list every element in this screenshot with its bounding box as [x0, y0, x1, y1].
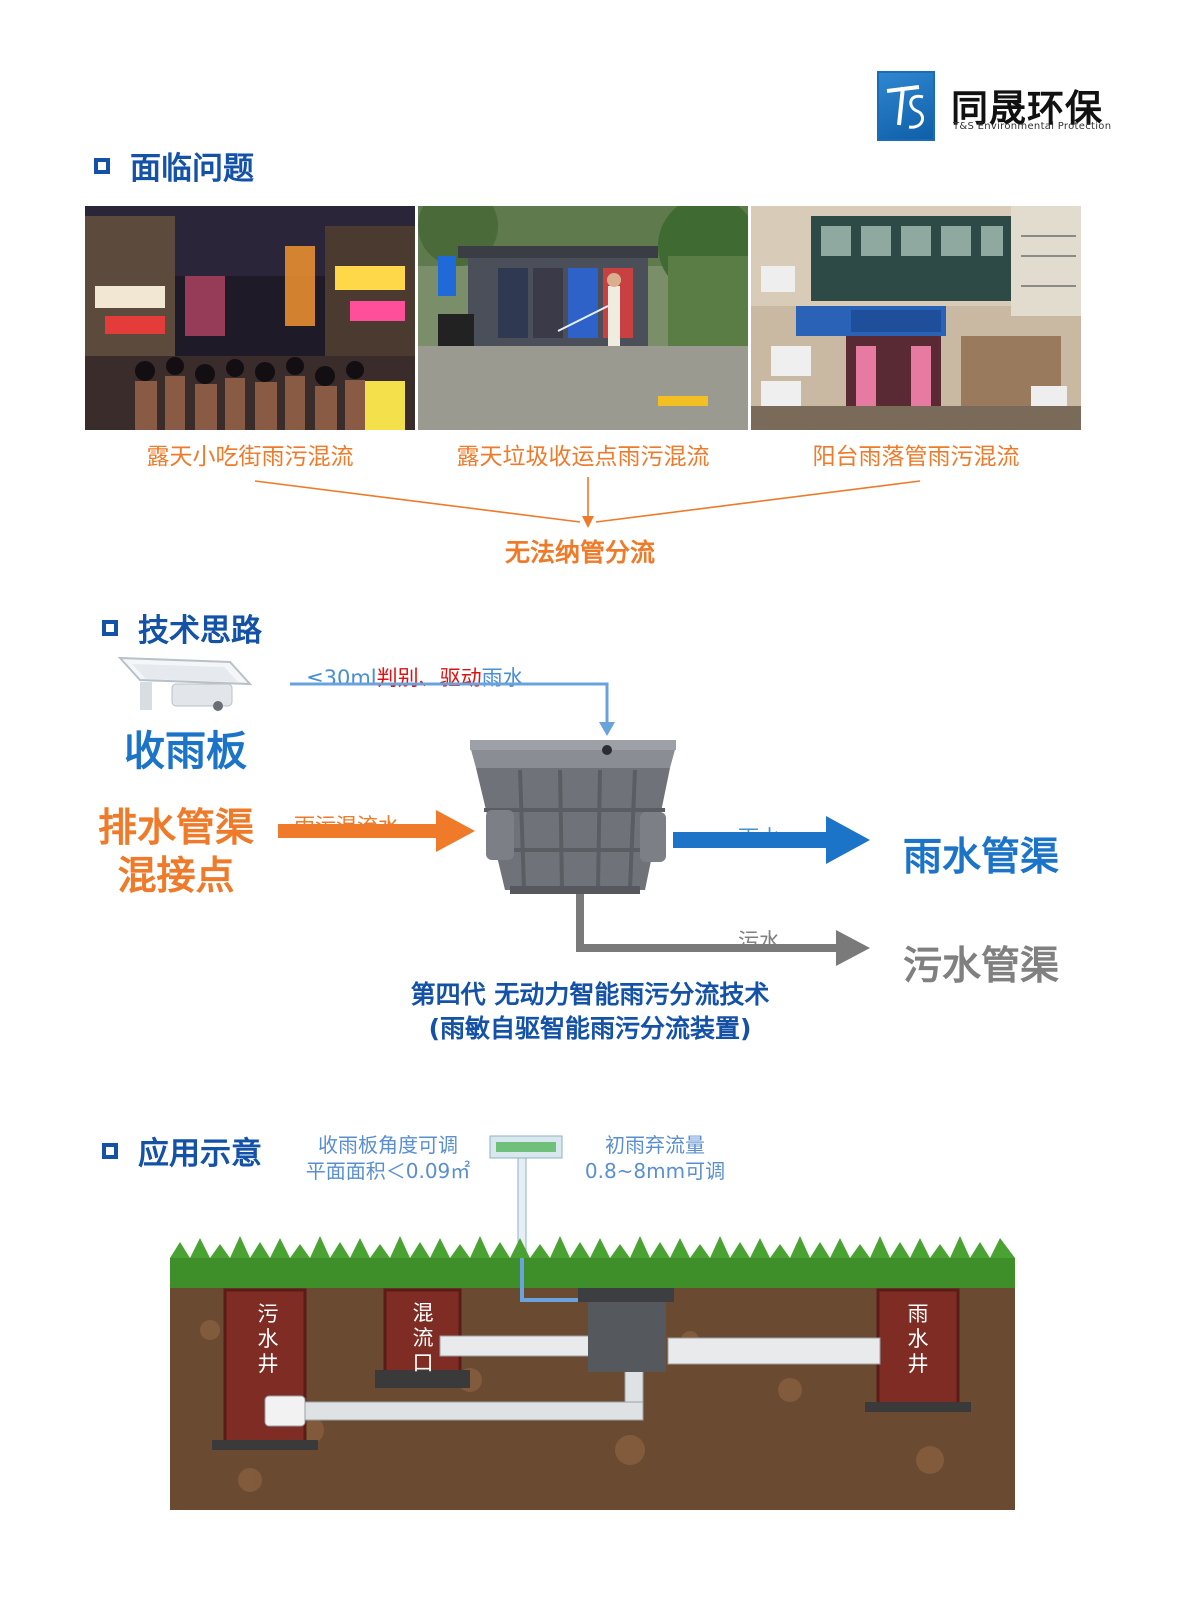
garbage-collection-point-photo [418, 206, 748, 430]
mixed-connection-line1: 排水管渠 [98, 806, 255, 851]
brand-name-en: T&S Environmental Protection [953, 121, 1112, 132]
brand-name-cn: 同晟环保 [951, 87, 1103, 130]
first-flush-note: 初雨弃流量 0.8~8mm可调 [580, 1132, 730, 1184]
rain-arrow [673, 832, 828, 848]
application-diagram [170, 1135, 1015, 1510]
separator-device-icon [470, 740, 676, 894]
photo-garbage-point [418, 206, 748, 430]
board-spec-line2: 平面面积＜0.09㎡ [305, 1159, 471, 1183]
balcony-downpipe-photo [751, 206, 1081, 430]
sewage-arrowhead [836, 930, 870, 966]
board-spec-note: 收雨板角度可调 平面面积＜0.09㎡ [298, 1132, 478, 1184]
section-title: 应用示意 [138, 1136, 262, 1172]
rain-board-icon [117, 656, 253, 711]
night-food-street-photo [85, 206, 415, 430]
inflow-arrowhead [436, 810, 475, 852]
flow-diagram [278, 682, 870, 966]
rain-outflow-pipe [667, 1337, 881, 1365]
inflow-arrow [278, 824, 438, 838]
signal-arrowhead [599, 722, 615, 736]
section-problems-heading: 面临问题 [94, 143, 254, 188]
sewage-channel-label: 污水管渠 [903, 944, 1060, 989]
mixed-connection-label: 排水管渠 混接点 [98, 805, 254, 901]
signal-label: ≤30ml判别、驱动雨水 [306, 662, 524, 692]
photo-food-street [85, 206, 415, 430]
tech-caption-line2: (雨敏自驱智能雨污分流装置) [428, 1014, 752, 1043]
rain-arrowhead [826, 816, 870, 864]
signal-threshold: ≤30ml [306, 666, 377, 690]
caption-food-street: 露天小吃街雨污混流 [146, 444, 354, 470]
signal-object: 雨水 [481, 666, 524, 690]
section-title: 面临问题 [130, 151, 254, 187]
sewage-well-label: 污水井 [257, 1302, 279, 1376]
board-spec-line1: 收雨板角度可调 [318, 1133, 458, 1157]
section-tech-heading: 技术思路 [102, 605, 262, 650]
caption-balcony-downpipe: 阳台雨落管雨污混流 [812, 444, 1020, 470]
ts-logo-icon [886, 85, 925, 129]
sewage-line [576, 892, 838, 952]
inflow-pipe [439, 1335, 591, 1357]
section-application-heading: 应用示意 [102, 1128, 262, 1173]
first-flush-line1: 初雨弃流量 [605, 1133, 705, 1157]
mixed-outlet-label: 混流口 [412, 1301, 434, 1375]
conclusion-text: 无法纳管分流 [505, 538, 656, 567]
photo-balcony-downpipe [751, 206, 1081, 430]
mixed-connection-line2: 混接点 [117, 854, 235, 899]
bullet-square-icon [94, 157, 110, 174]
first-flush-line2: 0.8~8mm可调 [584, 1159, 726, 1183]
brand-logo-mark [877, 71, 935, 141]
bullet-square-icon [102, 619, 118, 636]
rain-board-label: 收雨板 [124, 727, 247, 775]
tech-caption-line1: 第四代 无动力智能雨污分流技术 [410, 980, 770, 1009]
sewage-outflow-pipe [299, 1401, 644, 1421]
converging-arrows [254, 477, 921, 528]
caption-garbage-point: 露天垃圾收运点雨污混流 [456, 444, 710, 470]
tech-caption: 第四代 无动力智能雨污分流技术 (雨敏自驱智能雨污分流装置) [340, 978, 840, 1046]
section-title: 技术思路 [138, 613, 262, 649]
signal-line [290, 682, 609, 726]
rain-well-label: 雨水井 [907, 1302, 929, 1376]
grass-layer [170, 1258, 1015, 1288]
signal-action: 判别、驱动 [376, 666, 482, 690]
bullet-square-icon [102, 1142, 118, 1159]
separator-device-icon [578, 1288, 674, 1302]
rain-channel-label: 雨水管渠 [903, 835, 1060, 880]
